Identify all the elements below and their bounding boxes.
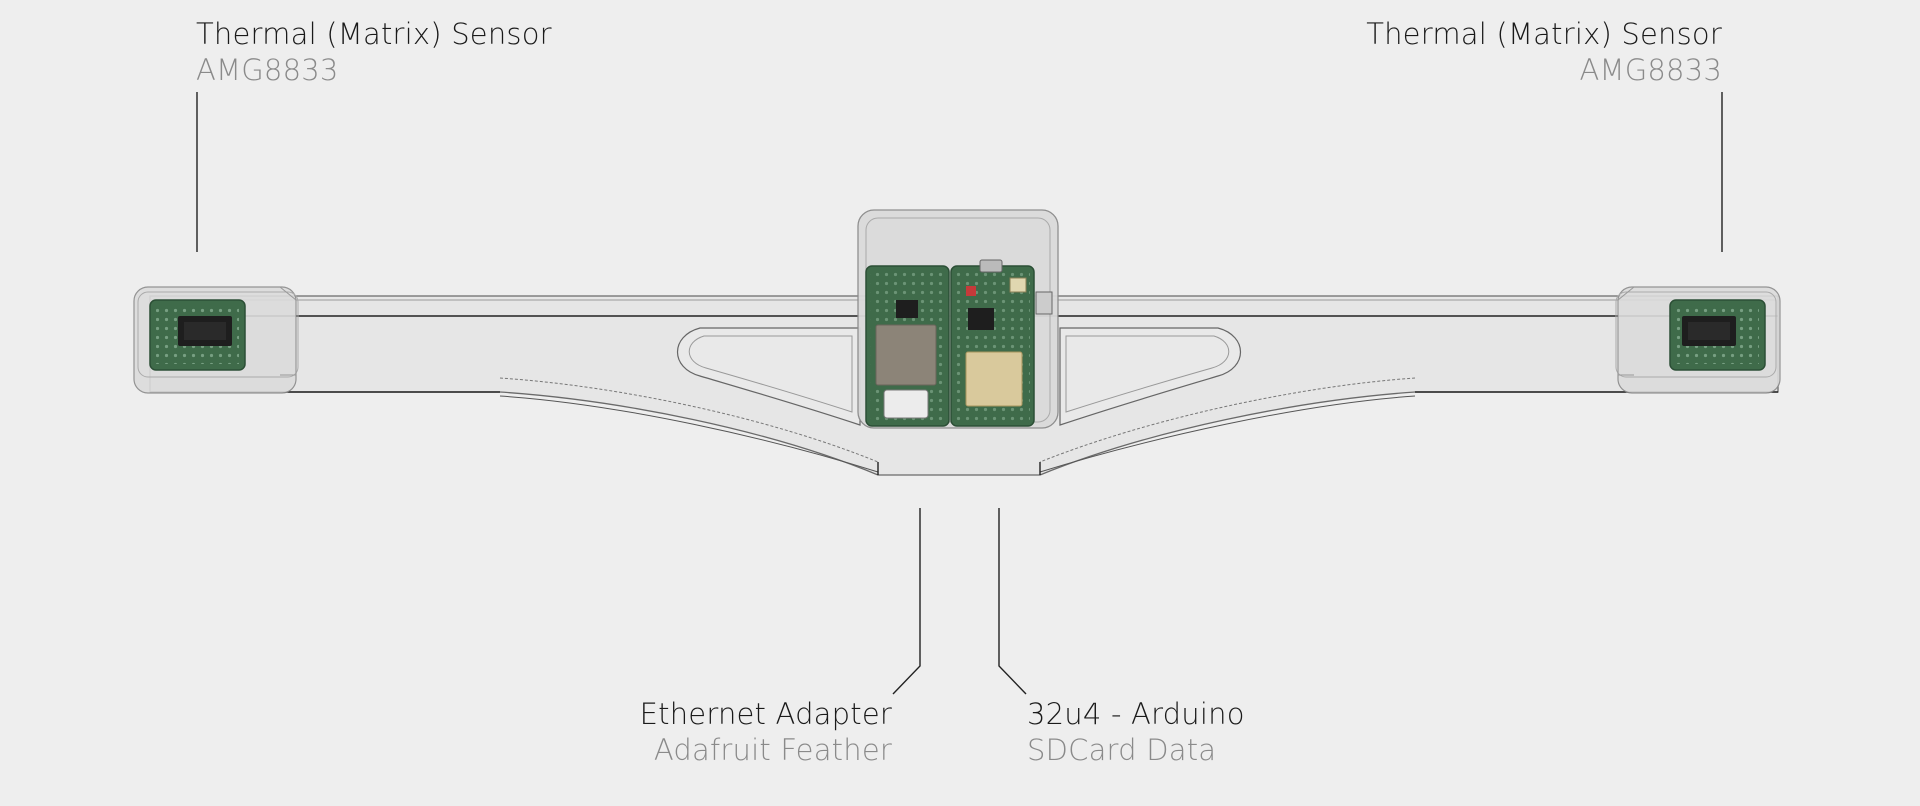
label-title: 32u4 - Arduino <box>1027 697 1245 731</box>
label-title: Thermal (Matrix) Sensor <box>1366 17 1722 51</box>
thermal-sensor-left <box>149 299 246 371</box>
label-subtitle: SDCard Data <box>1027 733 1217 767</box>
label-arduino-32u4: 32u4 - Arduino SDCard Data <box>1027 696 1245 768</box>
label-subtitle: Adafruit Feather <box>653 733 892 767</box>
label-ethernet-adapter: Ethernet Adapter Adafruit Feather <box>640 696 892 768</box>
label-thermal-sensor-right: Thermal (Matrix) Sensor AMG8833 <box>1366 16 1722 88</box>
leader-bottom-right <box>998 508 1027 695</box>
leader-bottom-left <box>892 508 921 695</box>
label-subtitle: AMG8833 <box>1579 53 1722 87</box>
arduino-32u4-board <box>950 259 1053 427</box>
left-slot <box>676 327 861 426</box>
ethernet-adapter-board <box>865 265 950 427</box>
label-title: Ethernet Adapter <box>639 697 892 731</box>
label-thermal-sensor-left: Thermal (Matrix) Sensor AMG8833 <box>196 16 552 88</box>
label-subtitle: AMG8833 <box>196 53 339 87</box>
right-slot <box>1059 327 1242 426</box>
label-title: Thermal (Matrix) Sensor <box>196 17 552 51</box>
leader-lines <box>196 92 1723 695</box>
thermal-sensor-right <box>1669 299 1766 371</box>
